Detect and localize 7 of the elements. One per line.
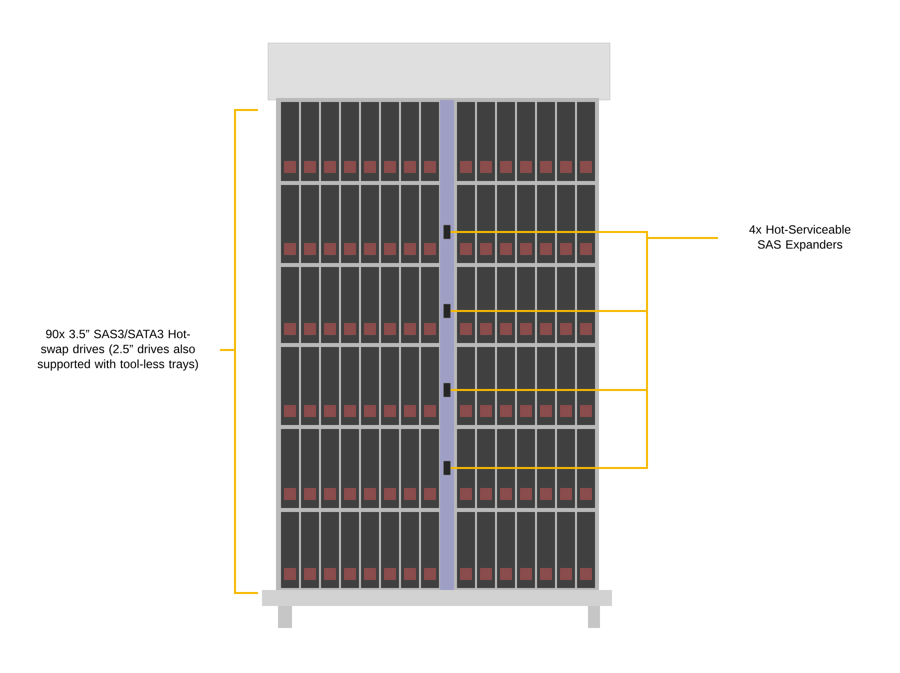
expander-module (443, 382, 451, 398)
expander-module (443, 304, 451, 318)
leader-line (450, 237, 718, 469)
expander-module (443, 460, 451, 476)
annotation-text: 90x 3.5” SAS3/SATA3 Hot-swap drives (2.5” drives also supported with tool-less trays) (38, 329, 198, 371)
callout-text: 4x Hot-Serviceable SAS Expanders (749, 224, 850, 252)
expander-module (443, 224, 451, 240)
